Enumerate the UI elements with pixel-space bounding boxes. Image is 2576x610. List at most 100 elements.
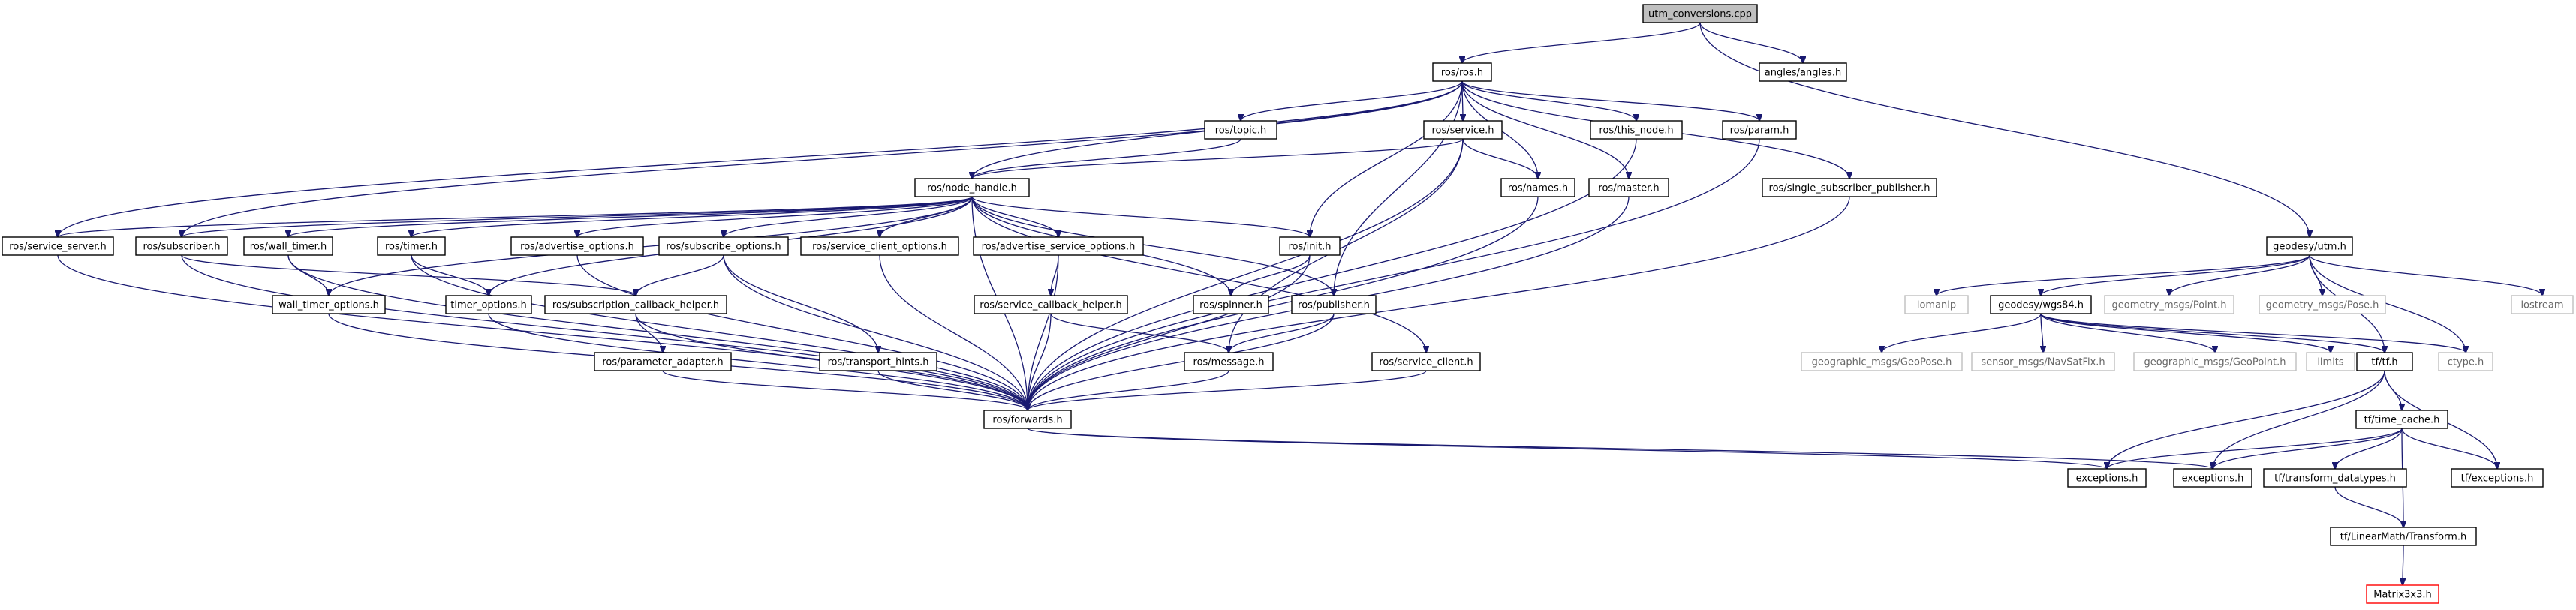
- edge-timer_options-to-ros_forwards: [488, 313, 1028, 410]
- edge-ros_node_handle-to-ros_service_client_options: [880, 196, 973, 237]
- node-label: ros/this_node.h: [1599, 125, 1673, 137]
- edge-geodesy_utm-to-iomanip: [1937, 254, 2310, 296]
- node-ros_h[interactable]: ros/ros.h: [1432, 62, 1492, 82]
- node-utm_conversions[interactable]: utm_conversions.cpp: [1642, 4, 1758, 23]
- edge-ros_node_handle-to-ros_publisher: [971, 196, 1334, 296]
- node-wall_timer_options[interactable]: wall_timer_options.h: [272, 295, 386, 314]
- node-ctype: ctype.h: [2438, 352, 2493, 371]
- node-label: iostream: [2520, 300, 2563, 311]
- node-geodesy_wgs84[interactable]: geodesy/wgs84.h: [1990, 295, 2092, 314]
- node-box: [2355, 410, 2448, 429]
- node-label: ros/single_subscriber_publisher.h: [1769, 183, 1930, 194]
- edge-ros_node_handle-to-ros_advertise_service_options: [971, 196, 1058, 237]
- node-ros_sub_cb_helper[interactable]: ros/subscription_callback_helper.h: [544, 295, 727, 314]
- node-ros_single_sub_pub[interactable]: ros/single_subscriber_publisher.h: [1762, 178, 1937, 197]
- edge-ros_h-to-ros_this_node: [1461, 80, 1636, 121]
- edge-tf_tf-to-exceptions_a: [2107, 370, 2385, 469]
- edge-geodesy_wgs84-to-geographic_geopose: [1882, 313, 2042, 353]
- node-geometry_pose: geometry_msgs/Pose.h: [2259, 295, 2386, 314]
- node-geographic_geopoint: geographic_msgs/GeoPoint.h: [2133, 352, 2297, 371]
- edge-ros_h-to-ros_param: [1461, 80, 1759, 121]
- node-ros_topic[interactable]: ros/topic.h: [1204, 120, 1277, 140]
- node-box: [2133, 352, 2297, 371]
- edge-ros_h-to-ros_init: [1310, 80, 1463, 237]
- node-ros_timer[interactable]: ros/timer.h: [377, 236, 446, 256]
- node-exceptions_a[interactable]: exceptions.h: [2067, 468, 2147, 488]
- node-box: [1801, 352, 1963, 371]
- edge-utm_conversions-to-ros_h: [1462, 22, 1701, 63]
- node-tf_linearmath_transform[interactable]: tf/LinearMath/Transform.h: [2330, 527, 2477, 546]
- node-ros_parameter_adapter[interactable]: ros/parameter_adapter.h: [594, 352, 732, 371]
- node-box: [1184, 352, 1274, 371]
- edge-ros_subscribe_options-to-ros_sub_cb_helper: [636, 254, 724, 296]
- edge-ros_subscriber-to-ros_sub_cb_helper: [181, 254, 636, 296]
- node-tf_transform_datatypes[interactable]: tf/transform_datatypes.h: [2263, 468, 2407, 488]
- edge-tf_time_cache-to-tf_transform_datatypes: [2335, 428, 2403, 469]
- node-ros_names[interactable]: ros/names.h: [1500, 178, 1575, 197]
- node-box: [1500, 178, 1575, 197]
- node-ros_param[interactable]: ros/param.h: [1722, 120, 1797, 140]
- node-box: [974, 295, 1128, 314]
- node-ros_advertise_options[interactable]: ros/advertise_options.h: [510, 236, 644, 256]
- node-ros_service_server[interactable]: ros/service_server.h: [2, 236, 114, 256]
- edge-ros_node_handle-to-ros_service_client: [971, 196, 1426, 353]
- node-label: ros/service_client.h: [1379, 357, 1473, 368]
- node-ros_transport_hints[interactable]: ros/transport_hints.h: [819, 352, 937, 371]
- node-box: [914, 178, 1030, 197]
- node-ros_advertise_service_options[interactable]: ros/advertise_service_options.h: [973, 236, 1144, 256]
- node-ros_service_client[interactable]: ros/service_client.h: [1371, 352, 1481, 371]
- node-box: [445, 295, 532, 314]
- node-ros_master[interactable]: ros/master.h: [1588, 178, 1669, 197]
- node-box: [1759, 62, 1847, 82]
- node-ros_node_handle[interactable]: ros/node_handle.h: [914, 178, 1030, 197]
- edge-ros_h-to-ros_subscriber: [182, 80, 1463, 237]
- node-ros_spinner[interactable]: ros/spinner.h: [1193, 295, 1269, 314]
- node-ros_message[interactable]: ros/message.h: [1184, 352, 1274, 371]
- node-ros_service_cb_helper[interactable]: ros/service_callback_helper.h: [974, 295, 1128, 314]
- edge-ros_node_handle-to-ros_service_server: [58, 196, 973, 237]
- node-label: ros/init.h: [1288, 242, 1331, 253]
- edge-tf_transform_datatypes-to-tf_linearmath_transform: [2334, 486, 2403, 527]
- node-ros_service_client_options[interactable]: ros/service_client_options.h: [800, 236, 959, 256]
- node-label: tf/exceptions.h: [2461, 473, 2534, 485]
- node-geometry_point: geometry_msgs/Point.h: [2104, 295, 2234, 314]
- node-iomanip: iomanip: [1904, 295, 1969, 314]
- edge-ros_wall_timer-to-wall_timer_options: [287, 254, 329, 296]
- node-ros_this_node[interactable]: ros/this_node.h: [1590, 120, 1683, 140]
- edge-ros_service-to-ros_names: [1462, 138, 1538, 179]
- node-tf_exceptions[interactable]: tf/exceptions.h: [2451, 468, 2544, 488]
- node-label: ros/service_server.h: [9, 242, 107, 253]
- node-tf_tf[interactable]: tf/tf.h: [2356, 352, 2413, 371]
- node-angles_h[interactable]: angles/angles.h: [1759, 62, 1847, 82]
- edge-ros_service_client_options-to-ros_forwards: [879, 254, 1028, 410]
- node-ros_service[interactable]: ros/service.h: [1423, 120, 1503, 140]
- edge-ros_init-to-ros_spinner: [1231, 254, 1311, 296]
- node-box: [2356, 352, 2413, 371]
- node-ros_subscriber[interactable]: ros/subscriber.h: [135, 236, 228, 256]
- node-label: ros/subscriber.h: [143, 242, 220, 253]
- node-layer: utm_conversions.cpp ros/ros.h angles/angle…: [2, 4, 2574, 604]
- node-exceptions_b[interactable]: exceptions.h: [2173, 468, 2252, 488]
- node-ros_init[interactable]: ros/init.h: [1279, 236, 1341, 256]
- node-box: [2511, 295, 2574, 314]
- node-ros_subscribe_options[interactable]: ros/subscribe_options.h: [658, 236, 789, 256]
- node-box: [135, 236, 228, 256]
- node-box: [2306, 352, 2355, 371]
- node-label: exceptions.h: [2182, 473, 2244, 485]
- node-box: [1904, 295, 1969, 314]
- edge-ros_names-to-ros_forwards: [1028, 196, 1539, 410]
- node-box: [2, 236, 114, 256]
- node-ros_publisher[interactable]: ros/publisher.h: [1291, 295, 1377, 314]
- node-ros_forwards[interactable]: ros/forwards.h: [983, 410, 1072, 429]
- node-label: Matrix3x3.h: [2373, 590, 2432, 601]
- node-geodesy_utm[interactable]: geodesy/utm.h: [2266, 236, 2353, 256]
- node-tf_time_cache[interactable]: tf/time_cache.h: [2355, 410, 2448, 429]
- node-ros_wall_timer[interactable]: ros/wall_timer.h: [243, 236, 333, 256]
- node-label: sensor_msgs/NavSatFix.h: [1981, 357, 2105, 368]
- node-label: ros/topic.h: [1215, 125, 1267, 137]
- node-timer_options[interactable]: timer_options.h: [445, 295, 532, 314]
- node-box: [2173, 468, 2252, 488]
- node-box: [2438, 352, 2493, 371]
- edge-ros_advertise_service_options-to-ros_forwards: [1028, 254, 1059, 410]
- node-label: timer_options.h: [450, 300, 526, 311]
